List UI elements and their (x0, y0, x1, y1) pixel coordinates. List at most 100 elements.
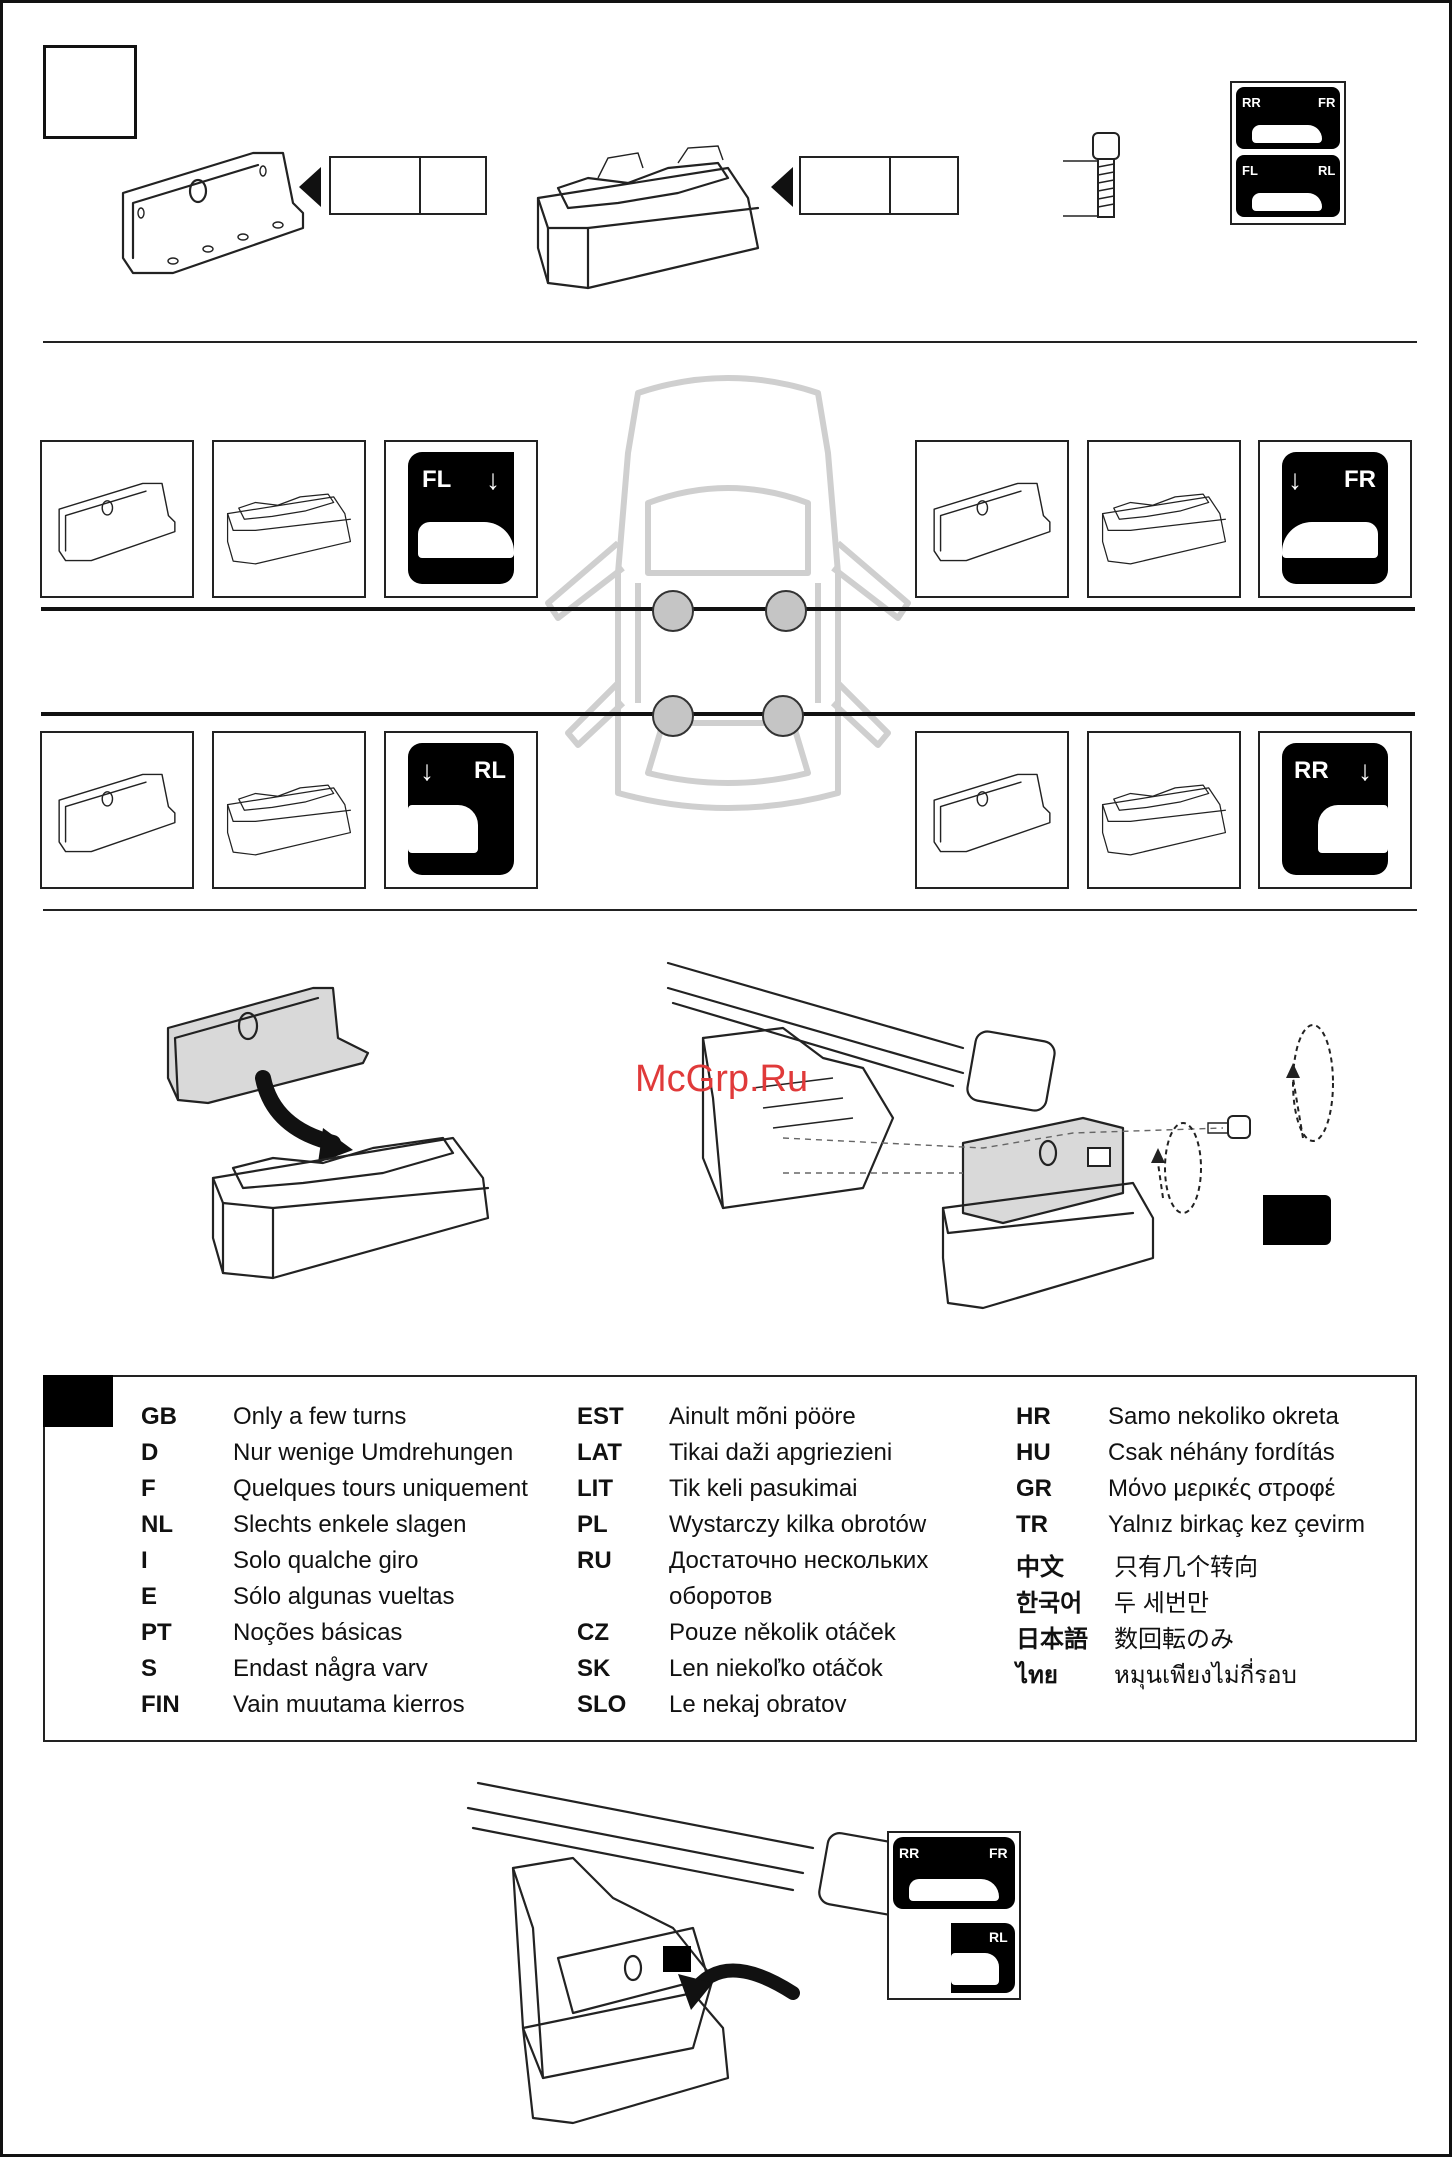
sticker-label-rl: RL (1318, 163, 1336, 178)
tile-foot-fl (212, 440, 366, 598)
language-text: Μόνο μερικές στροφέ (1108, 1475, 1336, 1502)
bar-mount-screw-illustration (666, 961, 1334, 1310)
language-code: I (141, 1547, 148, 1574)
language-text: Noções básicas (233, 1619, 403, 1646)
rear-axis-line (41, 712, 1415, 716)
tile-bracket-fr (915, 440, 1069, 598)
part-code-box-1 (329, 156, 487, 215)
sheet-label-fr: FR (989, 1845, 1008, 1861)
language-text: Vain muutama kierros (233, 1691, 465, 1718)
language-code: SLO (577, 1691, 627, 1718)
language-code: E (141, 1583, 158, 1610)
mount-point-rl (652, 695, 694, 737)
language-text: Wystarczy kilka obrotów (669, 1511, 927, 1538)
tile-foot-rr (1087, 731, 1241, 889)
car-side-icon-rl (408, 805, 478, 853)
divider-1 (43, 341, 1417, 343)
language-text: Samo nekoliko okreta (1108, 1403, 1339, 1430)
mount-point-rr (762, 695, 804, 737)
mount-point-fl (652, 590, 694, 632)
language-code: LAT (577, 1439, 622, 1466)
language-table (43, 1375, 1417, 1742)
language-code: ไทย (1016, 1662, 1058, 1689)
tile-bracket-rl (40, 731, 194, 889)
language-code: EST (577, 1403, 624, 1430)
language-code: TR (1016, 1511, 1048, 1538)
language-text: Nur wenige Umdrehungen (233, 1439, 514, 1466)
bracket-plate-icon (121, 151, 305, 275)
language-text: Pouze několik otáček (669, 1619, 896, 1646)
sticker-label-rr: RR (1242, 95, 1261, 110)
language-code: LIT (577, 1475, 613, 1502)
car-side-icon-fr (1282, 522, 1378, 558)
language-table-tab (43, 1375, 113, 1427)
language-text: Yalnız birkaç kez çevirm (1108, 1511, 1365, 1538)
language-code: GB (141, 1403, 177, 1430)
language-code: F (141, 1475, 156, 1502)
language-code: HU (1016, 1439, 1051, 1466)
label-fr: FR (1344, 466, 1376, 493)
label-fl: FL (422, 466, 452, 493)
car-top-view-icon (545, 375, 911, 811)
watermark: McGrp.Ru (635, 1058, 809, 1100)
language-text: Len niekoľko otáčok (669, 1655, 883, 1682)
language-text: оборотов (669, 1583, 773, 1610)
language-code: FIN (141, 1691, 180, 1718)
language-code: 中文 (1016, 1554, 1064, 1581)
language-text: Ainult mõni pööre (669, 1403, 856, 1430)
language-code: S (141, 1655, 158, 1682)
note-marker (1263, 1195, 1331, 1245)
language-code: D (141, 1439, 159, 1466)
tile-foot-rl (212, 731, 366, 889)
label-rl: RL (474, 757, 506, 784)
language-code: NL (141, 1511, 173, 1538)
language-text: Tik keli pasukimai (669, 1475, 858, 1502)
language-text: 数回転のみ (1114, 1626, 1234, 1653)
language-text: Достаточно нескольких (669, 1547, 929, 1574)
tile-bracket-fl (40, 440, 194, 598)
language-text: Csak néhány fordítás (1108, 1439, 1335, 1466)
language-text: Le nekaj obratov (669, 1691, 847, 1718)
sheet-label-rr: RR (899, 1845, 920, 1861)
language-text: Quelques tours uniquement (233, 1475, 528, 1502)
language-code: HR (1016, 1403, 1051, 1430)
language-code: GR (1016, 1475, 1052, 1502)
language-code: RU (577, 1547, 612, 1574)
language-code: PL (577, 1511, 608, 1538)
pointer-triangle-icon-2 (771, 167, 793, 207)
tile-foot-fr (1087, 440, 1241, 598)
tile-position-fr: ↓ FR (1258, 440, 1412, 598)
language-code: 한국어 (1016, 1590, 1083, 1617)
position-sticker-sheet: RR FR RL (887, 1831, 1021, 2000)
tile-position-rl: ↓ RL (384, 731, 538, 889)
screw-icon (1063, 132, 1120, 218)
divider-2 (43, 909, 1417, 911)
sticker-label-fl: FL (1242, 163, 1258, 178)
position-sticker-icon: RR FR FL RL (1230, 81, 1346, 225)
tile-position-fl: FL ↓ (384, 440, 538, 598)
down-arrow-icon: ↓ (486, 464, 500, 495)
language-text: หมุนเพียงไม่กี่รอบ (1114, 1662, 1297, 1689)
language-code: 日本語 (1016, 1626, 1088, 1653)
down-arrow-icon-fr: ↓ (1288, 464, 1302, 495)
bracket-into-foot-illustration (166, 986, 490, 1280)
language-text: Slechts enkele slagen (233, 1511, 467, 1538)
language-text: Solo qualche giro (233, 1547, 419, 1574)
tile-bracket-rr (915, 731, 1069, 889)
language-text: Only a few turns (233, 1403, 407, 1430)
down-arrow-icon-rl: ↓ (420, 755, 434, 786)
car-side-icon-rr (1318, 805, 1388, 853)
language-text: 只有几个转向 (1114, 1554, 1258, 1581)
mount-point-fr (765, 590, 807, 632)
foot-pad-icon (536, 145, 760, 290)
language-text: 두 세번만 (1114, 1590, 1209, 1617)
sticker-label-fr: FR (1318, 95, 1336, 110)
language-code: CZ (577, 1619, 609, 1646)
part-code-box-2 (799, 156, 959, 215)
car-side-icon (418, 522, 514, 558)
tile-position-rr: RR ↓ (1258, 731, 1412, 889)
language-code: PT (141, 1619, 172, 1646)
pointer-triangle-icon (299, 167, 321, 207)
front-axis-line (41, 607, 1415, 611)
